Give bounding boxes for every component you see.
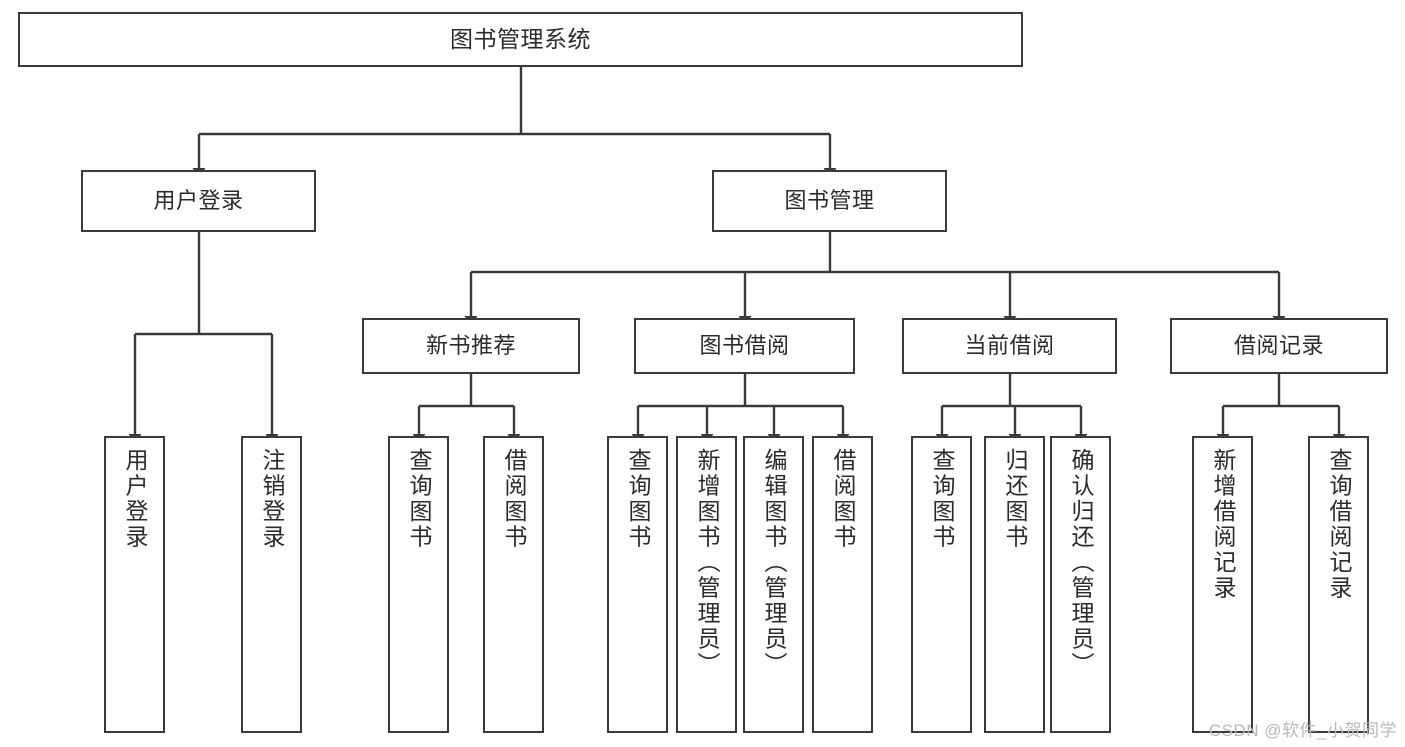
node-label: 归还图书 [1002, 448, 1028, 550]
node-label: 确认归还（管理员） [1068, 448, 1094, 678]
node-label: 新书推荐 [425, 332, 516, 358]
node-leaf-cur-confirm[interactable]: 确认归还（管理员） [1050, 436, 1111, 733]
node-label: 注销登录 [259, 448, 285, 550]
node-borrow[interactable]: 图书借阅 [634, 318, 855, 374]
edge-group [128, 67, 1346, 445]
node-leaf-nb-borrow[interactable]: 借阅图书 [483, 436, 544, 733]
node-label: 当前借阅 [964, 332, 1055, 358]
node-leaf-nb-query[interactable]: 查询图书 [388, 436, 449, 733]
node-leaf-rec-query[interactable]: 查询借阅记录 [1308, 436, 1369, 733]
node-leaf-bk-query[interactable]: 查询图书 [607, 436, 668, 733]
node-leaf-bk-add[interactable]: 新增图书（管理员） [676, 436, 737, 733]
node-leaf-user-login[interactable]: 用户登录 [104, 436, 165, 733]
node-leaf-cur-query[interactable]: 查询图书 [911, 436, 972, 733]
node-label: 新增借阅记录 [1210, 448, 1236, 601]
node-leaf-bk-edit[interactable]: 编辑图书（管理员） [743, 436, 804, 733]
node-label: 编辑图书（管理员） [761, 448, 787, 678]
node-label: 图书管理系统 [450, 25, 591, 52]
node-label: 图书管理 [784, 187, 875, 213]
node-label: 查询图书 [929, 448, 955, 550]
node-newbook[interactable]: 新书推荐 [362, 318, 580, 374]
node-bookmgmt[interactable]: 图书管理 [712, 170, 947, 232]
node-label: 用户登录 [122, 448, 148, 550]
node-label: 用户登录 [153, 187, 244, 213]
node-records[interactable]: 借阅记录 [1170, 318, 1388, 374]
node-label: 借阅记录 [1233, 332, 1324, 358]
node-leaf-rec-add[interactable]: 新增借阅记录 [1192, 436, 1253, 733]
node-label: 新增图书（管理员） [694, 448, 720, 678]
node-leaf-bk-borrow[interactable]: 借阅图书 [812, 436, 873, 733]
node-login[interactable]: 用户登录 [81, 170, 316, 232]
node-label: 图书借阅 [699, 332, 790, 358]
node-label: 查询图书 [406, 448, 432, 550]
node-leaf-cur-return[interactable]: 归还图书 [984, 436, 1045, 733]
watermark-text: CSDN @软件_小贺同学 [1208, 721, 1397, 740]
node-label: 查询图书 [625, 448, 651, 550]
node-leaf-user-logout[interactable]: 注销登录 [241, 436, 302, 733]
node-label: 借阅图书 [830, 448, 856, 550]
node-label: 借阅图书 [501, 448, 527, 550]
node-label: 查询借阅记录 [1326, 448, 1352, 601]
node-current[interactable]: 当前借阅 [902, 318, 1117, 374]
node-root[interactable]: 图书管理系统 [18, 12, 1023, 67]
